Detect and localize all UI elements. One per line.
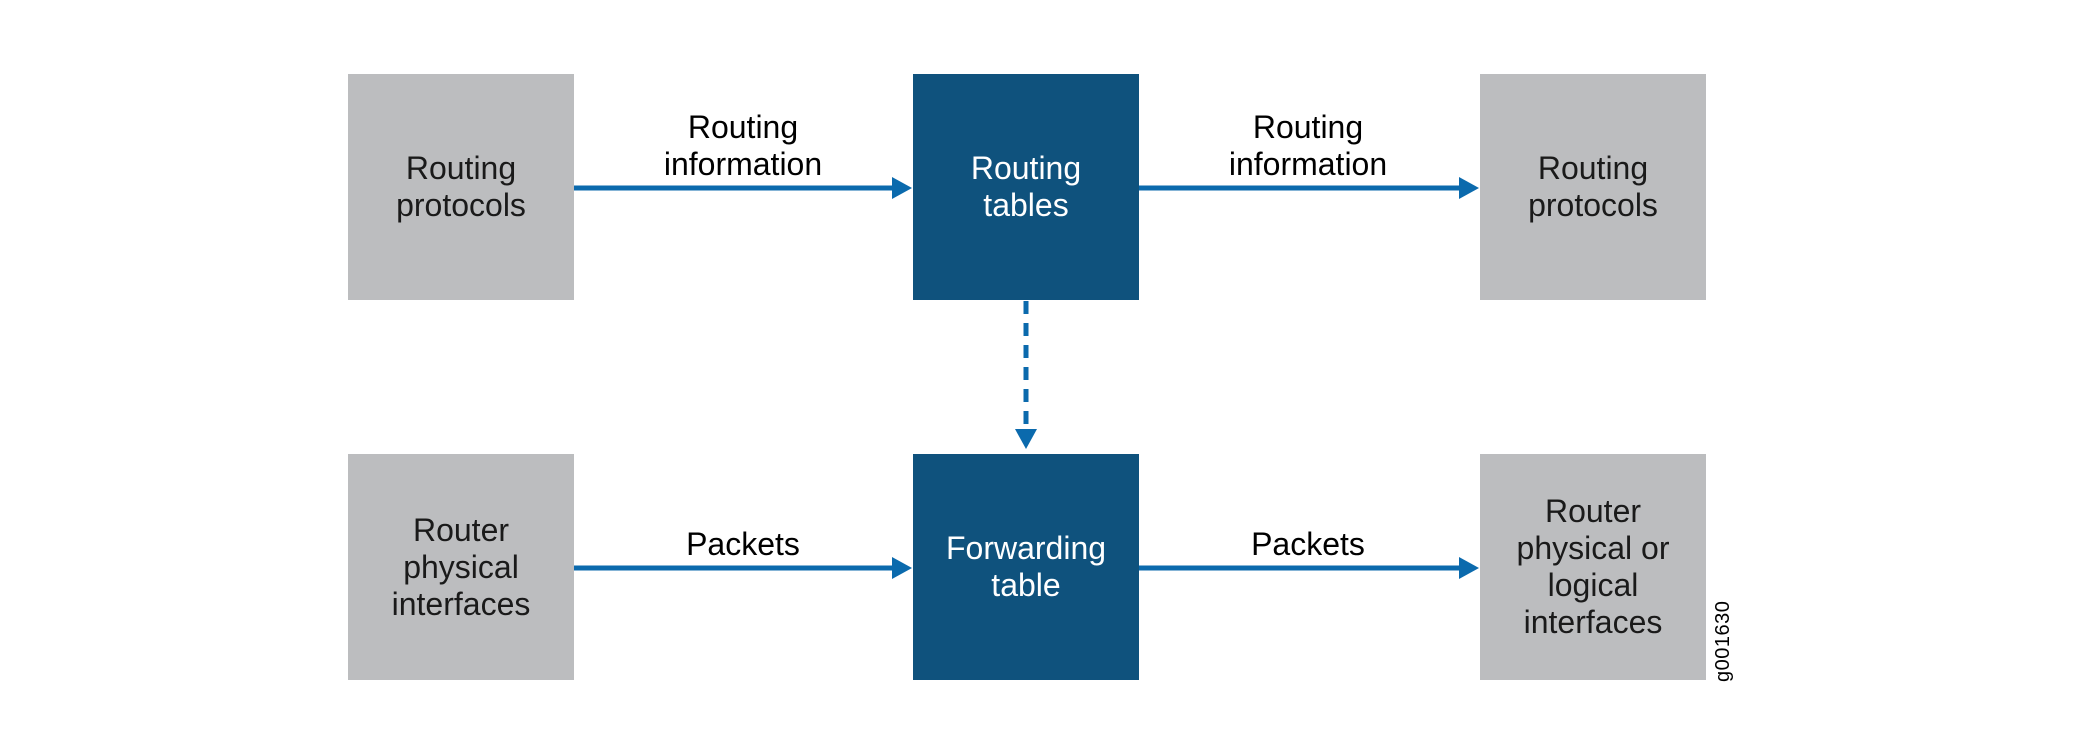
arrowhead-protocols-to-routing-tables [892,177,912,199]
router-physical-interfaces-box: Router physical interfaces [348,454,574,680]
forwarding-table-label: Forwarding table [945,530,1107,603]
routing-protocols-left-box: Routing protocols [348,74,574,300]
routing-tables-label: Routing tables [970,150,1082,223]
router-physical-or-logical-interfaces-label: Router physical or logical interfaces [1516,493,1670,640]
routing-protocols-right-box: Routing protocols [1480,74,1706,300]
arrow-label-routing-information-right: Routing information [1228,109,1388,182]
arrowhead-routing-tables-to-protocols [1459,177,1479,199]
arrowhead-interfaces-to-forwarding-table [892,557,912,579]
figure-id: g001630 [1712,600,1734,682]
arrow-label-routing-information-left: Routing information [663,109,823,182]
arrow-label-packets-right: Packets [1251,526,1365,562]
arrowhead-forwarding-table-to-interfaces [1459,557,1479,579]
router-physical-or-logical-interfaces-box: Router physical or logical interfaces [1480,454,1706,680]
routing-tables-box: Routing tables [913,74,1139,300]
router-physical-interfaces-label: Router physical interfaces [391,511,531,622]
routing-protocols-right-label: Routing protocols [1528,150,1658,223]
arrowhead-routing-tables-to-forwarding-table [1015,429,1037,449]
arrow-label-packets-left: Packets [686,526,800,562]
forwarding-table-box: Forwarding table [913,454,1139,680]
routing-protocols-left-label: Routing protocols [396,150,526,223]
